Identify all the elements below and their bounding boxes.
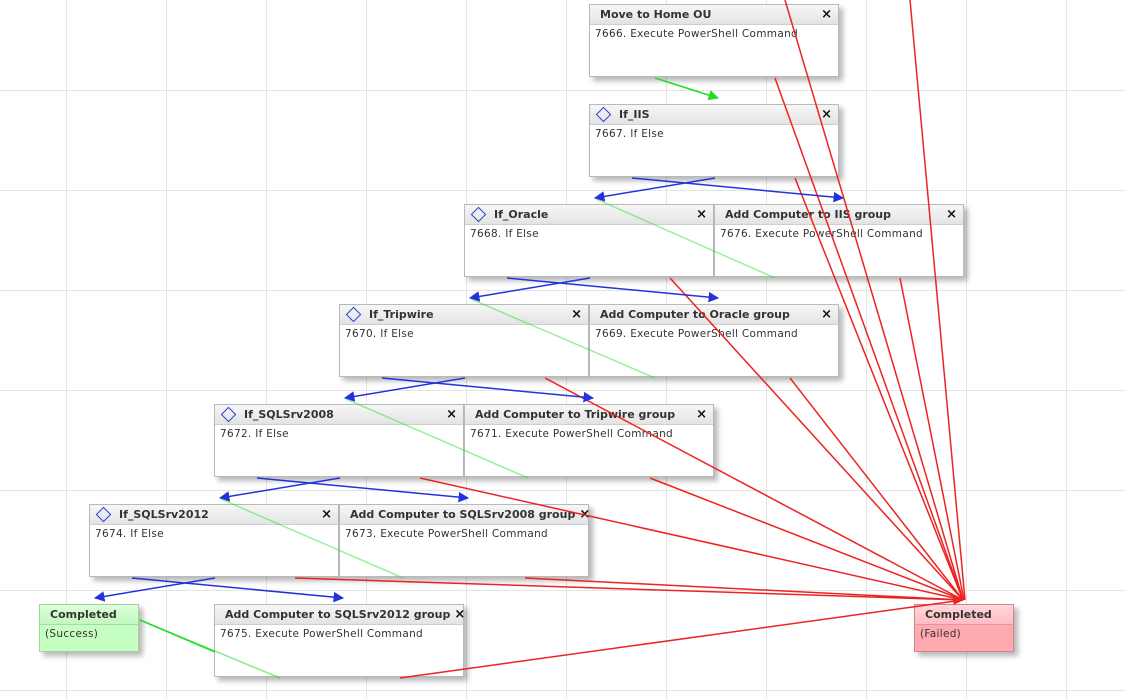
node-if-sqlsrv2012[interactable]: If_SQLSrv2012 × 7674. If Else bbox=[89, 504, 339, 577]
branch-wire bbox=[381, 377, 595, 403]
failure-wire bbox=[649, 477, 964, 601]
node-title: Add Computer to SQLSrv2012 group bbox=[225, 608, 451, 621]
node-header[interactable]: Move to Home OU × bbox=[590, 5, 838, 25]
failure-wire bbox=[399, 599, 964, 679]
node-header[interactable]: Add Computer to SQLSrv2008 group × bbox=[340, 505, 591, 525]
node-subtitle: 7674. If Else bbox=[95, 528, 164, 540]
node-title: Add Computer to IIS group bbox=[725, 208, 892, 221]
success-wire bbox=[139, 619, 216, 653]
node-title: Completed bbox=[925, 608, 992, 621]
close-icon[interactable]: × bbox=[696, 207, 707, 222]
node-subtitle: 7673. Execute PowerShell Command bbox=[345, 528, 548, 540]
close-icon[interactable]: × bbox=[571, 307, 582, 322]
branch-wire bbox=[218, 477, 341, 502]
close-icon[interactable]: × bbox=[446, 407, 457, 422]
branch-wire bbox=[131, 577, 345, 603]
node-header[interactable]: If_SQLSrv2012 × bbox=[90, 505, 338, 525]
node-header[interactable]: If_Oracle × bbox=[465, 205, 713, 225]
failure-wire bbox=[294, 577, 965, 605]
close-icon[interactable]: × bbox=[821, 307, 832, 322]
node-title: If_Oracle bbox=[494, 208, 549, 221]
failure-wire bbox=[899, 277, 965, 601]
close-icon[interactable]: × bbox=[579, 507, 591, 522]
node-title: Completed bbox=[50, 608, 117, 621]
diamond-icon bbox=[220, 406, 237, 423]
node-subtitle: 7666. Execute PowerShell Command bbox=[595, 28, 798, 40]
node-add-computer-to-iis-group[interactable]: Add Computer to IIS group × 7676. Execut… bbox=[714, 204, 964, 277]
node-subtitle: 7670. If Else bbox=[345, 328, 414, 340]
diamond-icon bbox=[470, 206, 487, 223]
branch-wire bbox=[343, 377, 466, 402]
node-subtitle: 7667. If Else bbox=[595, 128, 664, 140]
node-subtitle: (Success) bbox=[45, 628, 99, 640]
node-header[interactable]: Completed bbox=[915, 605, 1013, 625]
failure-wire bbox=[789, 377, 964, 601]
node-title: Add Computer to Oracle group bbox=[600, 308, 790, 321]
close-icon[interactable]: × bbox=[821, 7, 832, 22]
node-header[interactable]: Add Computer to Oracle group × bbox=[590, 305, 838, 325]
node-if-iis[interactable]: If_IIS × 7667. If Else bbox=[589, 104, 839, 177]
node-header[interactable]: Add Computer to Tripwire group × bbox=[465, 405, 713, 425]
node-add-computer-to-tripwire-group[interactable]: Add Computer to Tripwire group × 7671. E… bbox=[464, 404, 714, 477]
branch-wire bbox=[593, 177, 716, 202]
diamond-icon bbox=[345, 306, 362, 323]
close-icon[interactable]: × bbox=[696, 407, 707, 422]
node-title: If_Tripwire bbox=[369, 308, 434, 321]
node-header[interactable]: Add Computer to IIS group × bbox=[715, 205, 963, 225]
node-add-computer-to-sqlsrv2008-group[interactable]: Add Computer to SQLSrv2008 group × 7673.… bbox=[339, 504, 591, 577]
node-if-sqlsrv2008[interactable]: If_SQLSrv2008 × 7672. If Else bbox=[214, 404, 464, 477]
node-title: Add Computer to SQLSrv2008 group bbox=[350, 508, 576, 521]
close-icon[interactable]: × bbox=[946, 207, 957, 222]
node-title: If_SQLSrv2008 bbox=[244, 408, 334, 421]
branch-wire bbox=[506, 277, 720, 303]
node-header[interactable]: If_Tripwire × bbox=[340, 305, 588, 325]
branch-wire bbox=[468, 277, 591, 302]
node-subtitle: 7676. Execute PowerShell Command bbox=[720, 228, 923, 240]
node-subtitle: 7672. If Else bbox=[220, 428, 289, 440]
branch-wire bbox=[256, 477, 470, 503]
failure-wire bbox=[524, 577, 964, 601]
node-header[interactable]: If_SQLSrv2008 × bbox=[215, 405, 463, 425]
node-move-to-home-ou[interactable]: Move to Home OU × 7666. Execute PowerShe… bbox=[589, 4, 839, 77]
node-subtitle: 7671. Execute PowerShell Command bbox=[470, 428, 673, 440]
node-if-tripwire[interactable]: If_Tripwire × 7670. If Else bbox=[339, 304, 589, 377]
success-wire bbox=[654, 77, 720, 101]
node-title: Add Computer to Tripwire group bbox=[475, 408, 676, 421]
node-subtitle: 7669. Execute PowerShell Command bbox=[595, 328, 798, 340]
node-subtitle: (Failed) bbox=[920, 628, 962, 640]
node-header[interactable]: Completed bbox=[40, 605, 138, 625]
node-add-computer-to-oracle-group[interactable]: Add Computer to Oracle group × 7669. Exe… bbox=[589, 304, 839, 377]
node-title: If_SQLSrv2012 bbox=[119, 508, 209, 521]
node-completed-success[interactable]: Completed (Success) bbox=[39, 604, 139, 652]
branch-wire bbox=[631, 177, 845, 203]
node-header[interactable]: Add Computer to SQLSrv2012 group × bbox=[215, 605, 466, 625]
failure-wire bbox=[909, 0, 966, 601]
node-title: If_IIS bbox=[619, 108, 650, 121]
node-add-computer-to-sqlsrv2012-group[interactable]: Add Computer to SQLSrv2012 group × 7675.… bbox=[214, 604, 466, 677]
node-subtitle: 7675. Execute PowerShell Command bbox=[220, 628, 423, 640]
node-if-oracle[interactable]: If_Oracle × 7668. If Else bbox=[464, 204, 714, 277]
diamond-icon bbox=[95, 506, 112, 523]
close-icon[interactable]: × bbox=[321, 507, 332, 522]
node-subtitle: 7668. If Else bbox=[470, 228, 539, 240]
node-header[interactable]: If_IIS × bbox=[590, 105, 838, 125]
node-completed-failed[interactable]: Completed (Failed) bbox=[914, 604, 1014, 652]
close-icon[interactable]: × bbox=[821, 107, 832, 122]
diamond-icon bbox=[595, 106, 612, 123]
close-icon[interactable]: × bbox=[454, 607, 466, 622]
failure-wire bbox=[784, 0, 964, 601]
branch-wire bbox=[93, 577, 216, 602]
node-title: Move to Home OU bbox=[600, 8, 712, 21]
